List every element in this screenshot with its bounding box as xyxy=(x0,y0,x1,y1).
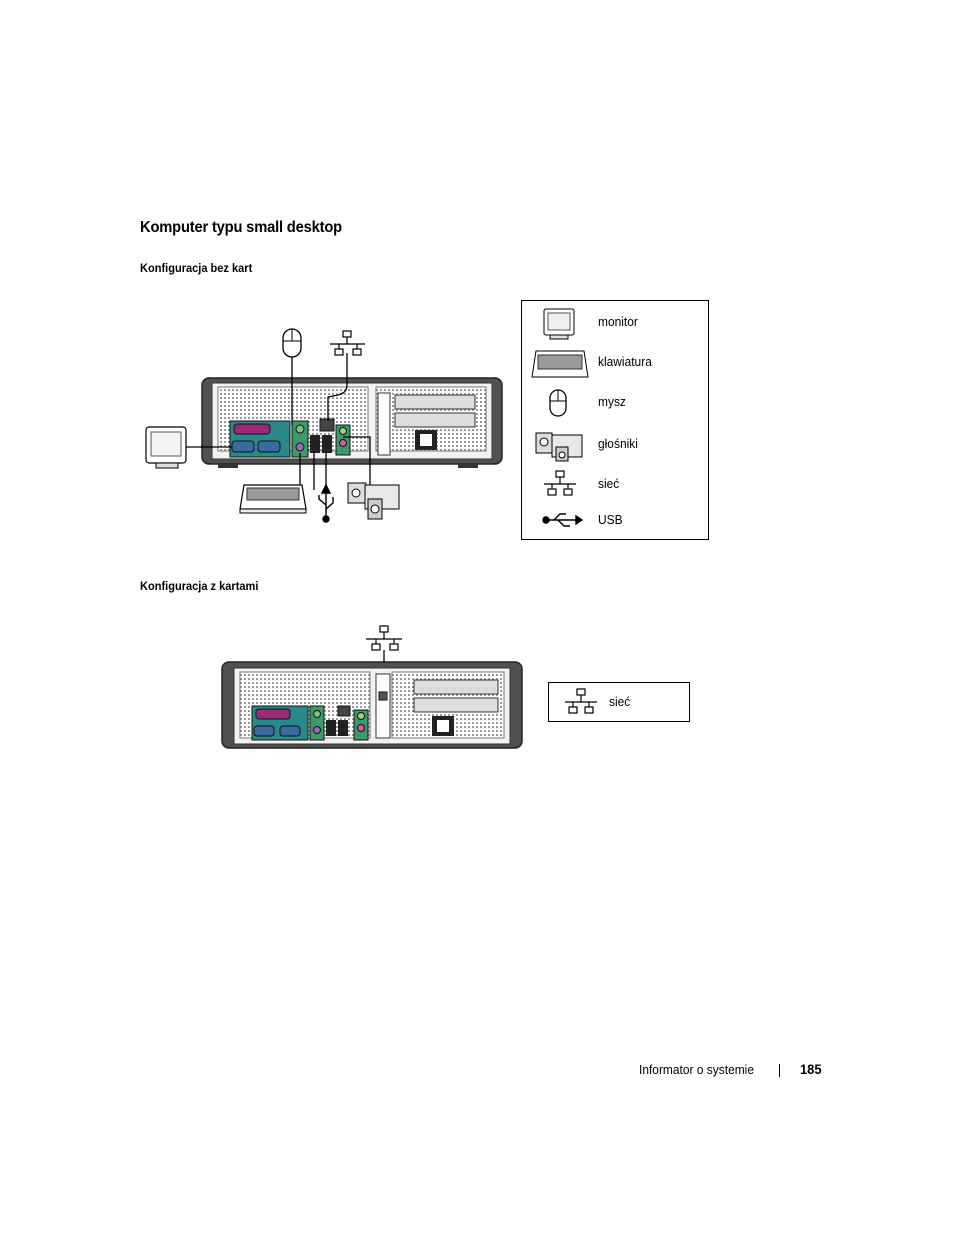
legend-label-usb: USB xyxy=(598,512,623,527)
computer-chassis-with-cards xyxy=(221,661,523,749)
legend-item-network-card: sieć xyxy=(549,687,689,717)
legend-label-keyboard: klawiatura xyxy=(598,354,652,369)
section-title: Komputer typu small desktop xyxy=(140,219,342,236)
mouse-device-icon xyxy=(282,328,302,358)
legend-item-usb: USB xyxy=(522,505,708,535)
legend-item-mouse: mysz xyxy=(522,387,708,417)
network-card-icon xyxy=(366,625,402,651)
legend-item-monitor: monitor xyxy=(522,307,708,340)
subsection-title-with-cards: Konfiguracja z kartami xyxy=(140,579,259,593)
legend-item-network: sieć xyxy=(522,469,708,499)
usb-port-icon xyxy=(318,483,334,523)
legend-label-network-card: sieć xyxy=(609,694,631,709)
legend-label-mouse: mysz xyxy=(598,394,626,409)
legend-item-speakers: głośniki xyxy=(522,429,708,462)
monitor-icon xyxy=(530,307,590,340)
mouse-icon xyxy=(530,387,590,417)
legend-label-network: sieć xyxy=(598,476,620,491)
speakers-device-icon xyxy=(347,482,400,520)
footer-separator xyxy=(779,1064,780,1077)
footer-document-title: Informator o systemie xyxy=(639,1062,754,1077)
diagram-no-cards xyxy=(140,325,520,530)
legend-label-monitor: monitor xyxy=(598,314,638,329)
speakers-icon xyxy=(530,429,590,462)
usb-icon xyxy=(530,505,590,535)
computer-chassis xyxy=(201,377,503,468)
network-icon xyxy=(551,687,611,717)
footer-page-number: 185 xyxy=(800,1061,822,1077)
legend-box-with-cards: sieć xyxy=(548,682,690,722)
subsection-title-no-cards: Konfiguracja bez kart xyxy=(140,261,253,275)
diagram-with-cards xyxy=(220,622,526,752)
keyboard-device-icon xyxy=(239,484,307,514)
keyboard-icon xyxy=(530,347,590,378)
legend-label-speakers: głośniki xyxy=(598,436,638,451)
legend-box-no-cards: monitor klawiatura mysz xyxy=(521,300,709,540)
network-port-icon xyxy=(330,330,365,356)
legend-item-keyboard: klawiatura xyxy=(522,347,708,378)
monitor-device-icon xyxy=(145,426,187,469)
network-icon xyxy=(530,469,590,499)
